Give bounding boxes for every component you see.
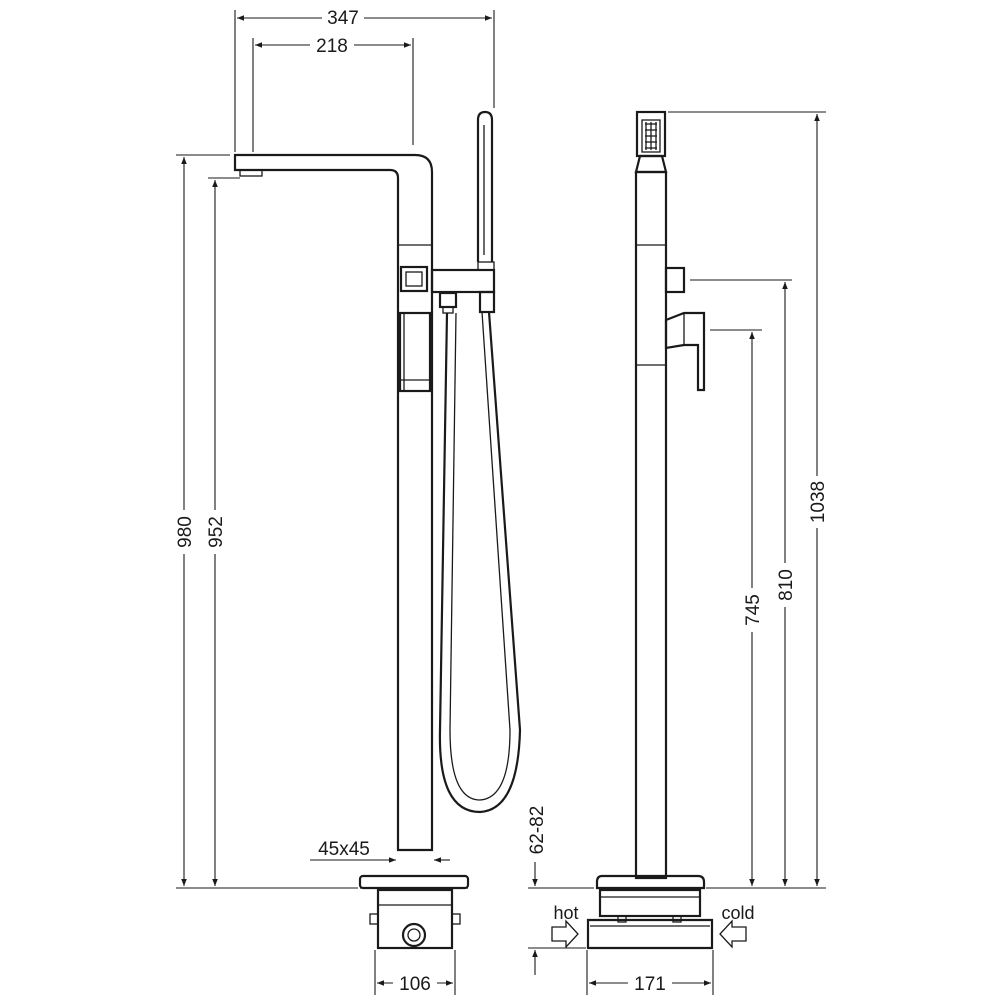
diverter-button [399,265,429,293]
rough-in-body-front [376,888,454,950]
mixer-handle-front [398,311,432,393]
dim-overall-reach: 347 [327,8,359,29]
rough-in-body-side [598,888,702,918]
dim-handle-height: 745 [743,594,764,626]
front-dimensions: 347 218 980 952 45x45 106 [172,6,495,995]
hand-shower [476,110,494,262]
mixer-lever-side [664,311,706,392]
spout-aerator [239,169,263,177]
diverter-knob-side [664,266,686,294]
dim-diverter-height: 810 [776,569,797,601]
spout [233,153,434,852]
base-cover-front [358,874,470,890]
hot-label: hot [553,903,578,923]
side-dimensions: 1038 810 745 62-82 171 [527,111,829,995]
shower-hose [438,311,522,814]
dim-base-width-front: 106 [399,974,431,995]
hot-inlet-arrow [551,919,579,949]
dim-base-depth-range: 62-82 [527,806,548,855]
dim-total-height-side: 1038 [808,481,829,523]
front-view [233,110,522,950]
inlet-port-front [401,922,427,948]
side-view: hot cold [551,110,755,950]
cold-inlet-arrow [719,919,747,949]
dim-pillar-section: 45x45 [318,839,370,860]
shower-holder-arm [430,268,496,294]
cold-label: cold [721,903,754,923]
pillar-side [634,170,668,880]
dim-spout-outlet-height: 952 [206,516,227,548]
dim-base-width-side: 171 [634,974,666,995]
base-cover-side [595,874,706,890]
dim-spout-reach: 218 [316,36,348,57]
dim-total-height-front: 980 [175,516,196,548]
